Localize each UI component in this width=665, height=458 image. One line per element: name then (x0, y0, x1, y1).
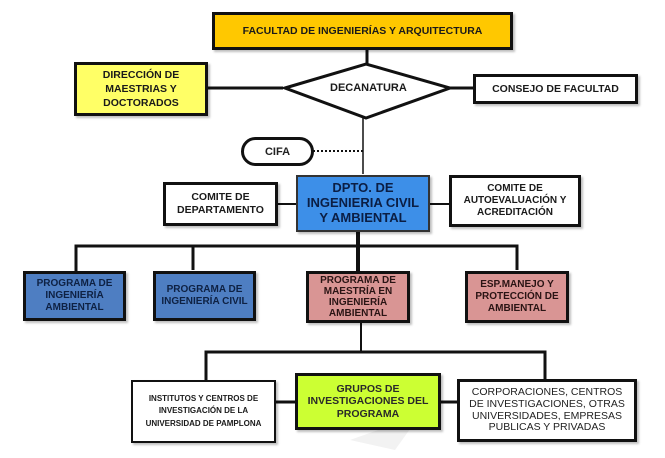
department-committee-box: COMITE DE DEPARTAMENTO (163, 182, 278, 226)
cifa-box: CIFA (241, 137, 314, 166)
department-box: DPTO. DE INGENIERIA CIVIL Y AMBIENTAL (296, 175, 430, 232)
deanship-diamond (280, 62, 455, 120)
faculty-label: FACULTAD DE INGENIERÍAS Y ARQUITECTURA (242, 24, 483, 37)
self-evaluation-committee-box: COMITE DE AUTOEVALUACIÓN Y ACREDITACIÓN (449, 175, 581, 227)
research-bus (204, 350, 547, 380)
specialization-label: ESP.MANEJO Y PROTECCIÓN DE AMBIENTAL (475, 279, 559, 314)
external-entities-box: CORPORACIONES, CENTROS DE INVESTIGACIONE… (457, 379, 637, 442)
program-masters-env-label: PROGRAMA DE MAESTRÍA EN INGENIERÍA AMBIE… (320, 274, 396, 320)
program-civil-eng-label: PROGRAMA DE INGENIERÍA CIVIL (161, 284, 248, 307)
faculty-council-label: CONSEJO DE FACULTAD (492, 82, 619, 95)
department-label: DPTO. DE INGENIERIA CIVIL Y AMBIENTAL (306, 180, 420, 225)
program-bus (74, 244, 519, 277)
department-committee-label: COMITE DE DEPARTAMENTO (177, 191, 264, 216)
institutes-label: INSTITUTOS Y CENTROS DE INVESTIGACIÓN DE… (145, 393, 262, 428)
faculty-council-box: CONSEJO DE FACULTAD (473, 74, 638, 104)
research-groups-label: GRUPOS DE INVESTIGACIONES DEL PROGRAMA (307, 382, 429, 420)
program-env-eng-box: PROGRAMA DE INGENIERÍA AMBIENTAL (23, 271, 126, 321)
deanship-label: DECANATURA (330, 82, 407, 94)
cifa-label: CIFA (264, 145, 291, 158)
research-groups-box: GRUPOS DE INVESTIGACIONES DEL PROGRAMA (295, 373, 441, 430)
self-evaluation-committee-label: COMITE DE AUTOEVALUACIÓN Y ACREDITACIÓN (463, 183, 567, 218)
masters-direction-label: DIRECCIÓN DE MAESTRIAS Y DOCTORADOS (102, 68, 180, 110)
faculty-box: FACULTAD DE INGENIERÍAS Y ARQUITECTURA (212, 12, 513, 50)
institutes-box: INSTITUTOS Y CENTROS DE INVESTIGACIÓN DE… (131, 380, 276, 443)
program-env-eng-label: PROGRAMA DE INGENIERÍA AMBIENTAL (36, 278, 113, 313)
external-entities-label: CORPORACIONES, CENTROS DE INVESTIGACIONE… (469, 386, 625, 434)
program-civil-eng-box: PROGRAMA DE INGENIERÍA CIVIL (153, 271, 256, 321)
masters-direction-box: DIRECCIÓN DE MAESTRIAS Y DOCTORADOS (74, 62, 208, 116)
specialization-box: ESP.MANEJO Y PROTECCIÓN DE AMBIENTAL (465, 271, 569, 323)
program-masters-env-box: PROGRAMA DE MAESTRÍA EN INGENIERÍA AMBIE… (306, 271, 410, 323)
